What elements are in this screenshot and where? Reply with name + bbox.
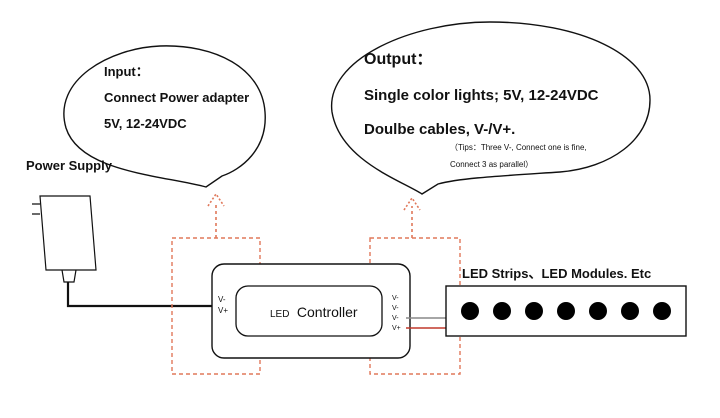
controller-output-pin-2: V- (392, 305, 399, 312)
input-line-2: 5V, 12-24VDC (104, 116, 187, 131)
controller-label-main: Controller (297, 304, 358, 320)
output-bubble-shape (331, 21, 651, 195)
led-dot (493, 302, 511, 320)
power-supply-label: Power Supply (26, 158, 113, 173)
controller-inner-panel (235, 285, 383, 337)
led-dot (589, 302, 607, 320)
controller-outer-case (211, 263, 411, 359)
input-bubble-shape (63, 45, 266, 188)
led-dot (621, 302, 639, 320)
output-tips-line-2: Connect 3 as parallel） (450, 160, 533, 169)
input-bubble: Input： Connect Power adapter 5V, 12-24VD… (63, 45, 266, 188)
input-arrow-head (207, 192, 225, 207)
power-cable (66, 282, 214, 308)
led-dot (525, 302, 543, 320)
input-arrow (207, 192, 225, 238)
power-adapter-icon (32, 195, 97, 283)
led-dot (653, 302, 671, 320)
led-dot (557, 302, 575, 320)
controller-label: LED Controller (270, 304, 358, 321)
led-dot (461, 302, 479, 320)
output-tips-line-1: （Tips：Three V-, Connect one is fine, (450, 143, 587, 152)
controller-output-pin-1: V- (392, 295, 399, 302)
power-supply: Power Supply (26, 158, 214, 308)
controller-input-pin-2: V+ (218, 306, 228, 315)
output-arrow-head (403, 196, 421, 211)
led-strip: LED Strips、LED Modules. Etc (445, 266, 687, 337)
led-dots (461, 302, 671, 320)
input-line-1: Connect Power adapter (104, 90, 249, 105)
input-heading: Input： (104, 64, 149, 79)
output-arrow (403, 196, 421, 238)
led-strip-label: LED Strips、LED Modules. Etc (462, 266, 651, 281)
output-line-2: Doulbe cables, V-/V+. (364, 121, 515, 138)
controller-output-pin-3: V- (392, 315, 399, 322)
output-bubble: Output： Single color lights; 5V, 12-24VD… (331, 21, 651, 195)
output-heading: Output： (364, 51, 432, 68)
output-line-1: Single color lights; 5V, 12-24VDC (364, 87, 599, 104)
controller-output-pin-4: V+ (392, 325, 401, 332)
controller-input-pin-1: V- (218, 295, 226, 304)
controller-label-prefix: LED (270, 309, 289, 320)
led-controller: LED Controller V- V+ V- V- V- V+ (211, 263, 411, 359)
